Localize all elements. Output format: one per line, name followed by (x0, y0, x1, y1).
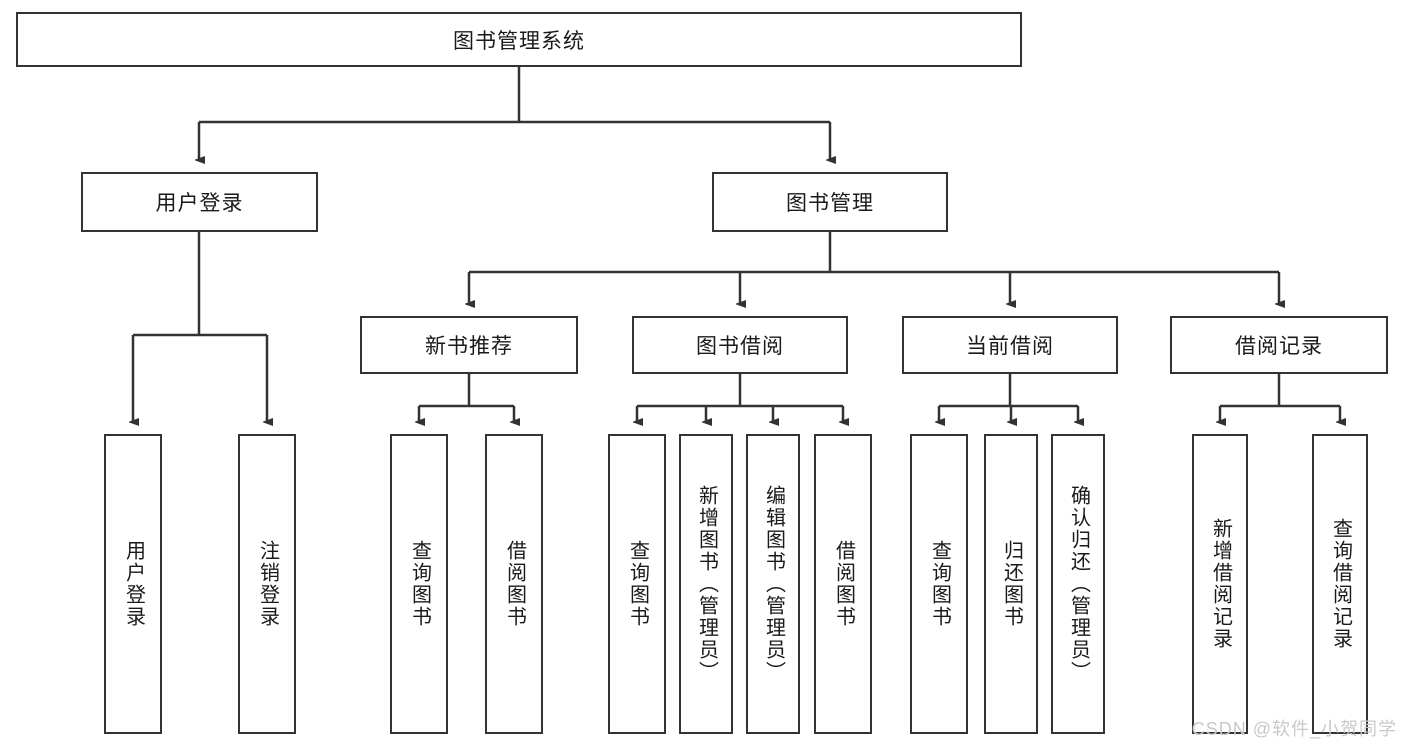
node-current-borrow[interactable]: 当前借阅 (902, 316, 1118, 374)
leaf-query-record[interactable]: 查询借阅记录 (1312, 434, 1368, 734)
leaf-query-record-label: 查询借阅记录 (1329, 518, 1352, 650)
node-current-borrow-label: 当前借阅 (966, 335, 1054, 358)
leaf-edit-book[interactable]: 编辑图书（管理员） (746, 434, 800, 734)
leaf-query-book-2-label: 查询图书 (626, 540, 649, 628)
leaf-user-login[interactable]: 用户登录 (104, 434, 162, 734)
node-borrow-record-label: 借阅记录 (1235, 335, 1323, 358)
leaf-query-book-3-label: 查询图书 (928, 540, 951, 628)
node-new-book-recommend-label: 新书推荐 (425, 335, 513, 358)
leaf-query-book-1-label: 查询图书 (408, 540, 431, 628)
node-book-borrow-label: 图书借阅 (696, 335, 784, 358)
leaf-query-book-2[interactable]: 查询图书 (608, 434, 666, 734)
leaf-confirm-return[interactable]: 确认归还（管理员） (1051, 434, 1105, 734)
leaf-add-record-label: 新增借阅记录 (1209, 518, 1232, 650)
node-book-manage-label: 图书管理 (786, 192, 874, 215)
leaf-borrow-book-2-label: 借阅图书 (832, 540, 855, 628)
leaf-borrow-book-1[interactable]: 借阅图书 (485, 434, 543, 734)
leaf-logout-login[interactable]: 注销登录 (238, 434, 296, 734)
leaf-add-book-label: 新增图书（管理员） (695, 485, 718, 683)
leaf-return-book[interactable]: 归还图书 (984, 434, 1038, 734)
node-user-login-label: 用户登录 (155, 192, 244, 215)
node-root-label: 图书管理系统 (453, 29, 585, 53)
leaf-user-login-label: 用户登录 (122, 540, 145, 628)
node-book-borrow[interactable]: 图书借阅 (632, 316, 848, 374)
watermark: CSDN @软件_小贺同学 (1191, 719, 1397, 739)
leaf-query-book-3[interactable]: 查询图书 (910, 434, 968, 734)
leaf-add-book[interactable]: 新增图书（管理员） (679, 434, 733, 734)
node-root[interactable]: 图书管理系统 (16, 12, 1022, 67)
leaf-return-book-label: 归还图书 (1000, 540, 1023, 628)
node-borrow-record[interactable]: 借阅记录 (1170, 316, 1388, 374)
leaf-query-book-1[interactable]: 查询图书 (390, 434, 448, 734)
leaf-borrow-book-2[interactable]: 借阅图书 (814, 434, 872, 734)
node-book-manage[interactable]: 图书管理 (712, 172, 948, 232)
node-user-login[interactable]: 用户登录 (81, 172, 318, 232)
leaf-logout-login-label: 注销登录 (256, 540, 279, 628)
leaf-borrow-book-1-label: 借阅图书 (503, 540, 526, 628)
node-new-book-recommend[interactable]: 新书推荐 (360, 316, 578, 374)
leaf-edit-book-label: 编辑图书（管理员） (762, 485, 785, 683)
leaf-confirm-return-label: 确认归还（管理员） (1067, 485, 1090, 683)
leaf-add-record[interactable]: 新增借阅记录 (1192, 434, 1248, 734)
